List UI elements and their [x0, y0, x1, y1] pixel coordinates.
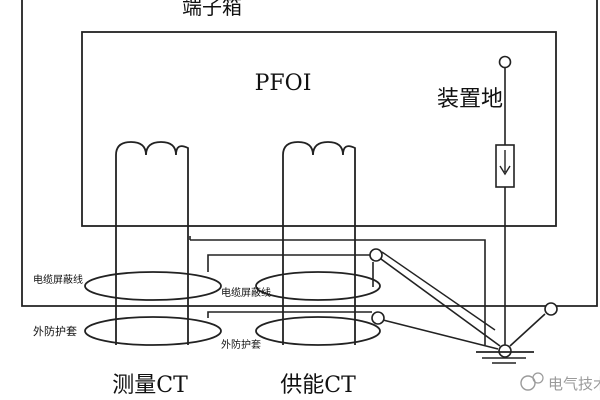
sheath-to-ground-wire [382, 319, 499, 350]
watermark-text: 电气技术 [548, 375, 600, 393]
outer-sheath-terminal [371, 311, 385, 325]
terminal-box-label: 端子箱 [182, 0, 242, 19]
device-ground-terminal [498, 55, 512, 69]
supply-cable-shield-ring [255, 271, 381, 301]
shield-to-ground-wire-2 [381, 251, 496, 331]
terminal-box-frame [21, 0, 598, 307]
measurement-ct-label: 测量CT [112, 373, 188, 398]
outer-sheath-label-supply: 外防护套 [221, 338, 261, 351]
fuse-arrow-icon [499, 150, 511, 176]
outer-sheath-label-measurement: 外防护套 [33, 324, 77, 338]
supply-ct-winding [282, 141, 356, 156]
supply-outer-sheath-ring [255, 316, 381, 346]
measurement-ct-winding [115, 141, 189, 156]
shield-to-ground-wire [380, 258, 501, 347]
measurement-cable-shield-ring [84, 271, 222, 301]
external-ground-terminal [544, 302, 558, 316]
measurement-shield-wire [207, 254, 370, 272]
cable-shield-terminal [369, 248, 383, 262]
cable-shield-label-measurement: 电缆屏蔽线 [33, 273, 83, 286]
common-ground-node [498, 344, 512, 358]
measurement-outer-sheath-ring [84, 316, 222, 346]
supply-ct-label: 供能CT [280, 373, 356, 398]
cable-shield-label-supply: 电缆屏蔽线 [221, 286, 271, 299]
measurement-sheath-wire [207, 311, 372, 318]
pfoi-device-label: PFOI [255, 71, 312, 96]
box-ground-bar [190, 239, 486, 345]
pfoi-device-box [81, 31, 557, 227]
external-ground-wire [509, 313, 546, 347]
device-ground-label: 装置地 [437, 87, 503, 112]
watermark-logo-icon [520, 372, 544, 391]
